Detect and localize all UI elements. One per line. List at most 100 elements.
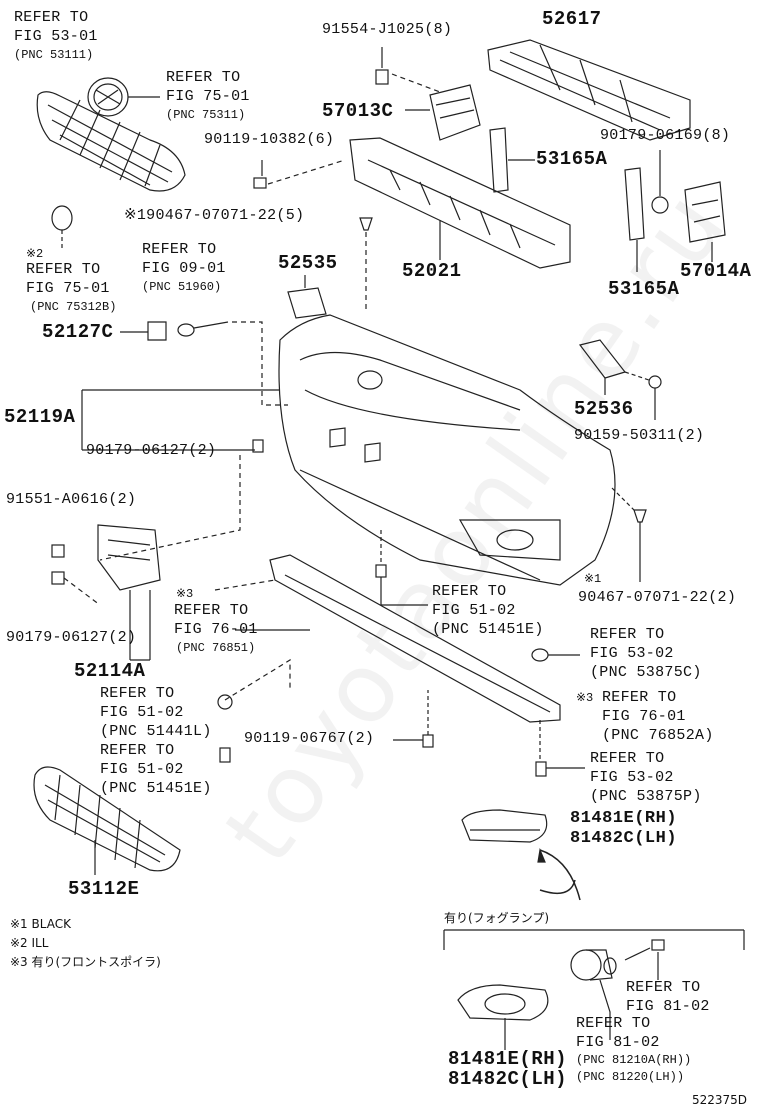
refer-fig51-02e-line2: FIG 51-02 [100, 761, 184, 778]
clip-91554-drawing [375, 47, 441, 93]
refer-fig75-01b-line2: FIG 75-01 [26, 280, 110, 297]
part-81481E-lower: 81481E(RH) [448, 1048, 568, 1070]
refer-fig51-02-line3: (PNC 51451E) [432, 621, 544, 638]
refer-fig76-01-line1: REFER TO [174, 602, 249, 619]
part-52021: 52021 [402, 260, 462, 282]
part-57014A: 57014A [680, 260, 752, 282]
cover-52127C-drawing [120, 321, 288, 406]
part-52536: 52536 [574, 398, 634, 420]
fog-cover-lower-drawing [457, 984, 549, 1050]
refer-fig75-01-line3: (PNC 75311) [166, 108, 246, 122]
refer-fig81-02b-line4: (PNC 81220(LH)) [576, 1070, 685, 1084]
note3-mark-right: ※3 [576, 691, 594, 705]
note3-mark-left: ※3 [176, 587, 194, 601]
part-52617: 52617 [542, 8, 602, 30]
refer-fig51-02-line1: REFER TO [432, 583, 507, 600]
emblem-drawing [87, 77, 160, 117]
part-52127C: 52127C [42, 321, 114, 343]
refer-fig81-02b-line2: FIG 81-02 [576, 1034, 660, 1051]
part-52114A: 52114A [74, 660, 146, 682]
part-91551-A0616: 91551-A0616(2) [6, 491, 137, 508]
clip-90467-top-drawing [359, 217, 373, 310]
license-bracket-52114A-drawing [51, 439, 264, 661]
bumper-cover-52119A-drawing [278, 314, 616, 586]
clip-90467-bottom-drawing [611, 487, 647, 582]
fog-lamp-drawing [570, 939, 665, 1040]
upper-grille-drawing [36, 91, 186, 192]
part-57013C: 57013C [322, 100, 394, 122]
refer-fig75-01-line1: REFER TO [166, 69, 241, 86]
refer-fig53-01-line1: REFER TO [14, 9, 89, 26]
part-52119A: 52119A [4, 406, 76, 428]
refer-note2-mark: ※2 [26, 247, 44, 261]
refer-fig75-01b-line1: REFER TO [26, 261, 101, 278]
part-90179-06169: 90179-06169(8) [600, 127, 731, 144]
part-81482C-upper: 81482C(LH) [570, 829, 678, 848]
part-81481E-upper: 81481E(RH) [570, 809, 678, 828]
part-53165A-upper: 53165A [536, 148, 608, 170]
refer-fig09-01-line2: FIG 09-01 [142, 260, 226, 277]
lower-clips-drawing [217, 648, 585, 777]
refer-fig75-01b-line3: (PNC 75312B) [30, 300, 117, 314]
refer-fig53-02p-line1: REFER TO [590, 750, 665, 767]
refer-fig09-01-line1: REFER TO [142, 241, 217, 258]
part-90119-10382: 90119-10382(6) [204, 131, 335, 148]
part-90159-50311: 90159-50311(2) [574, 427, 705, 444]
fog-lamp-section-header: 有り(フォグランプ) [444, 911, 550, 925]
absorber-52617-drawing [487, 39, 691, 141]
refer-fig51-02e-line3: (PNC 51451E) [100, 780, 212, 797]
diagram-code: 522375D [692, 1093, 748, 1107]
part-53112E: 53112E [68, 878, 140, 900]
refer-fig51-02l-line2: FIG 51-02 [100, 704, 184, 721]
reinforcement-52021-drawing [349, 137, 571, 269]
part-52535: 52535 [278, 252, 338, 274]
refer-fig76-01b-line1: REFER TO [602, 689, 677, 706]
refer-fig53-02c-line3: (PNC 53875C) [590, 664, 702, 681]
ill-bulb-drawing [51, 205, 73, 250]
retainer-53165A-bottom-drawing [624, 150, 669, 272]
refer-fig76-01-line2: FIG 76-01 [174, 621, 258, 638]
lower-grille-53112E-drawing [33, 766, 181, 875]
part-90179-06127-upper: 90179-06127(2) [86, 442, 217, 459]
refer-fig81-02b-line1: REFER TO [576, 1015, 651, 1032]
refer-fig51-02-line2: FIG 51-02 [432, 602, 516, 619]
refer-fig09-01-line3: (PNC 51960) [142, 280, 222, 294]
part-90179-06127-lower: 90179-06127(2) [6, 629, 137, 646]
part-90119-06767: 90119-06767(2) [244, 730, 375, 747]
part-53165A-lower: 53165A [608, 278, 680, 300]
part-90467-07071-22-upper: ※190467-07071-22(5) [124, 207, 305, 224]
refer-fig81-02a-line1: REFER TO [626, 979, 701, 996]
refer-fig53-02c-line2: FIG 53-02 [590, 645, 674, 662]
bracket-57013C-drawing [405, 84, 481, 141]
bracket-52536-drawing [578, 339, 662, 420]
refer-fig53-02p-line3: (PNC 53875P) [590, 788, 702, 805]
note-3-front-spoiler: ※3 有り(フロントスポイラ) [10, 955, 161, 969]
spoiler-76851-drawing [214, 554, 561, 723]
refer-fig51-02l-line1: REFER TO [100, 685, 175, 702]
refer-fig81-02a-line2: FIG 81-02 [626, 998, 710, 1015]
fog-section-bracket [443, 929, 745, 950]
refer-fig53-01-line2: FIG 53-01 [14, 28, 98, 45]
refer-fig51-02l-line3: (PNC 51441L) [100, 723, 212, 740]
refer-fig53-02p-line2: FIG 53-02 [590, 769, 674, 786]
bolt-90119-drawing [253, 159, 346, 189]
refer-fig76-01b-line2: FIG 76-01 [602, 708, 686, 725]
refer-fig53-01-line3: (PNC 53111) [14, 48, 94, 62]
note-1-black: ※1 BLACK [10, 917, 71, 931]
note1-mark-lower: ※1 [584, 572, 602, 586]
retainer-53165A-top-drawing [489, 127, 535, 193]
refer-fig76-01b-line3: (PNC 76852A) [602, 727, 714, 744]
refer-fig53-02c-line1: REFER TO [590, 626, 665, 643]
fog-cover-upper-drawing [461, 809, 581, 901]
note-2-ill: ※2 ILL [10, 936, 49, 950]
clip-lower-center-drawing [375, 530, 428, 606]
part-91554-J1025: 91554-J1025(8) [322, 21, 453, 38]
refer-fig51-02e-line1: REFER TO [100, 742, 175, 759]
part-90467-07071-22-lower: 90467-07071-22(2) [578, 589, 737, 606]
bracket-52535-drawing [287, 275, 327, 319]
bracket-57014A-drawing [684, 181, 726, 262]
refer-fig76-01-line3: (PNC 76851) [176, 641, 256, 655]
refer-fig81-02b-line3: (PNC 81210A(RH)) [576, 1053, 692, 1067]
